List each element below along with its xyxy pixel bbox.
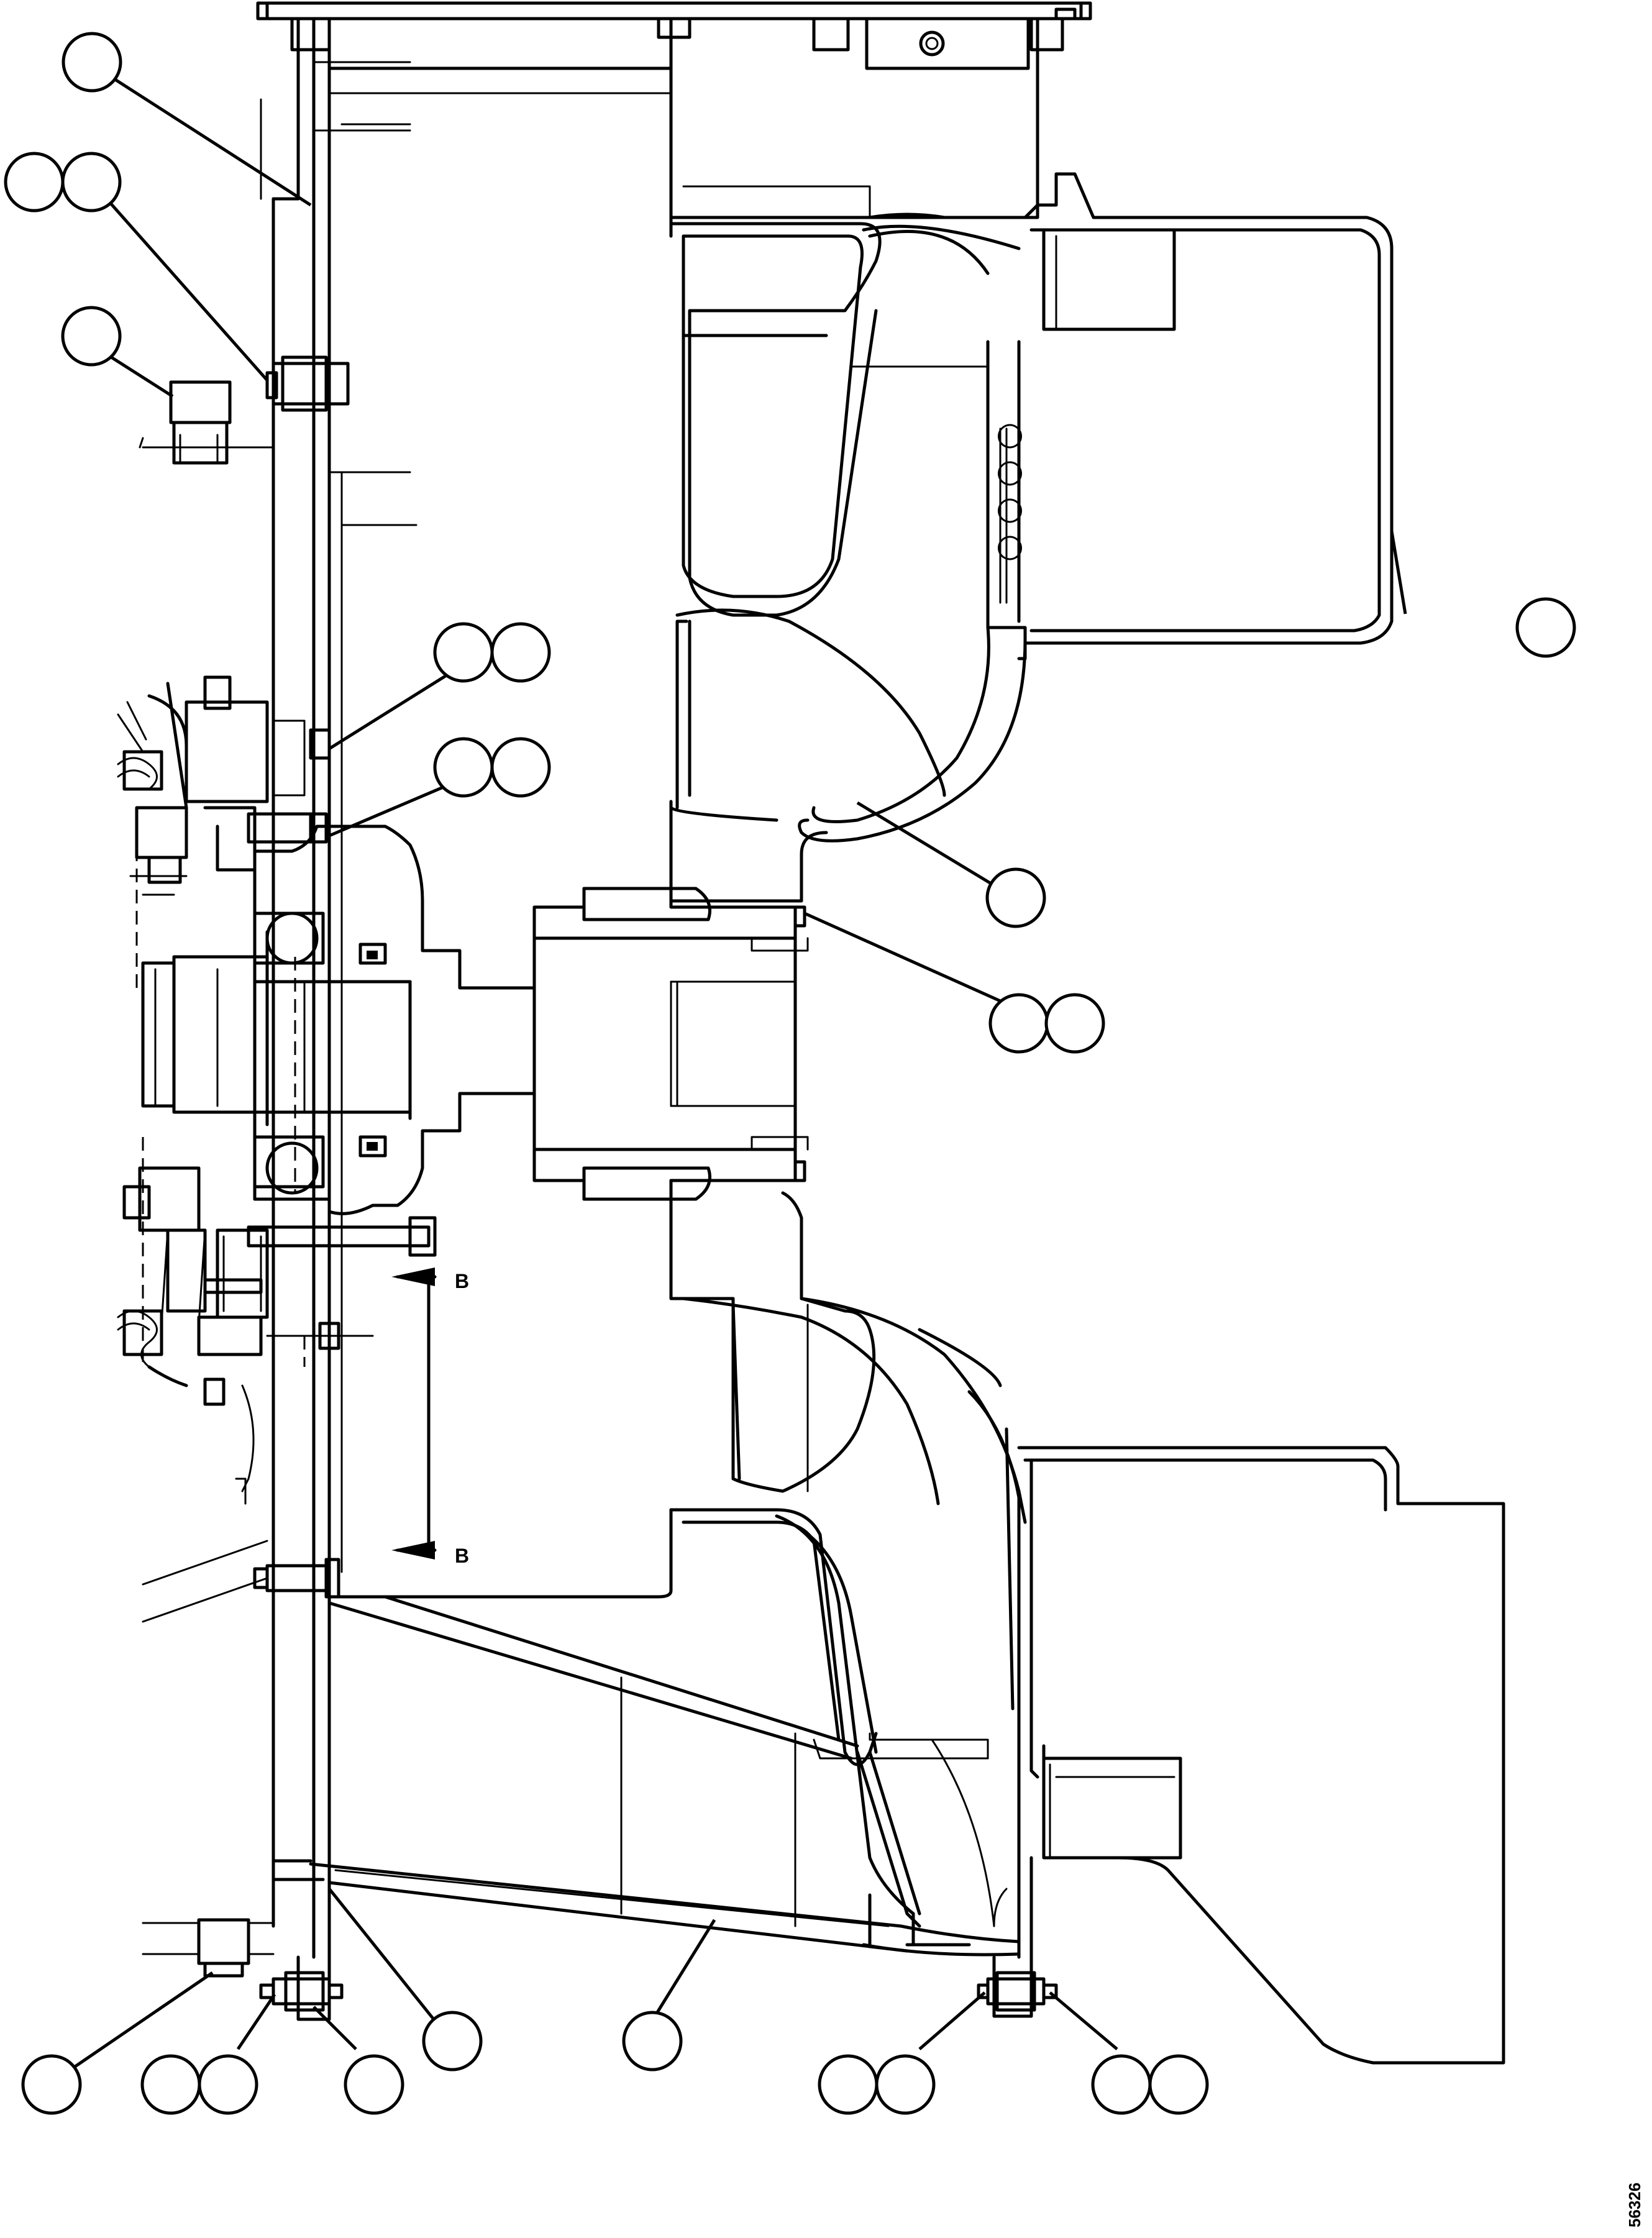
lower-housing <box>334 1179 1505 2065</box>
top-mounting-plate <box>256 1 1092 70</box>
section-label-top: B <box>455 1270 469 1292</box>
callout-bottom-pair-3-b[interactable] <box>1148 2054 1209 2115</box>
callout-left-fitting[interactable] <box>61 306 122 367</box>
callout-right-bolt-pair-b[interactable] <box>1044 993 1105 1054</box>
callout-bottom-pair-1-b[interactable] <box>198 2054 258 2115</box>
upper-bolt <box>265 355 350 412</box>
lower-duct-panels <box>272 1595 971 1953</box>
left-fitting-body <box>139 380 275 465</box>
upper-housing <box>669 17 1394 903</box>
callout-upper-left-pair-b[interactable] <box>61 152 122 212</box>
callout-right-upper-housing[interactable] <box>1515 597 1576 658</box>
callout-middle-pair-1-a[interactable] <box>433 622 494 683</box>
column-bolts <box>142 728 437 1623</box>
bearing-housing <box>141 824 536 1215</box>
callout-bottom-left-fitting[interactable] <box>21 2054 82 2115</box>
callout-bottom-duct[interactable] <box>622 2011 683 2071</box>
callout-upper-left-single[interactable] <box>62 32 122 93</box>
callout-middle-pair-2-b[interactable] <box>490 737 551 798</box>
callout-bottom-pair-3-a[interactable] <box>1091 2054 1152 2115</box>
callout-bottom-pair-1-a[interactable] <box>140 2054 201 2115</box>
section-label-bottom: B <box>455 1545 469 1567</box>
callout-bottom-pair-2-b[interactable] <box>875 2054 936 2115</box>
callout-right-middle-housing[interactable] <box>985 867 1046 928</box>
spring-mechanism <box>117 675 374 1505</box>
bottom-fittings <box>142 1918 1058 2021</box>
callout-bottom-single[interactable] <box>344 2054 404 2115</box>
callout-right-bolt-pair-a[interactable] <box>988 993 1049 1054</box>
drawing-number: 56326 <box>1625 2183 1644 2227</box>
hub-assembly <box>532 887 809 1201</box>
section-line-b <box>335 1267 437 1560</box>
callout-bottom-pair-2-a[interactable] <box>818 2054 878 2115</box>
callout-upper-left-pair-a[interactable] <box>4 152 65 212</box>
callout-middle-pair-2-a[interactable] <box>433 737 494 798</box>
callout-bottom-plate[interactable] <box>422 2011 483 2071</box>
callout-middle-pair-1-b[interactable] <box>490 622 551 683</box>
leader-lines <box>70 74 1407 2071</box>
